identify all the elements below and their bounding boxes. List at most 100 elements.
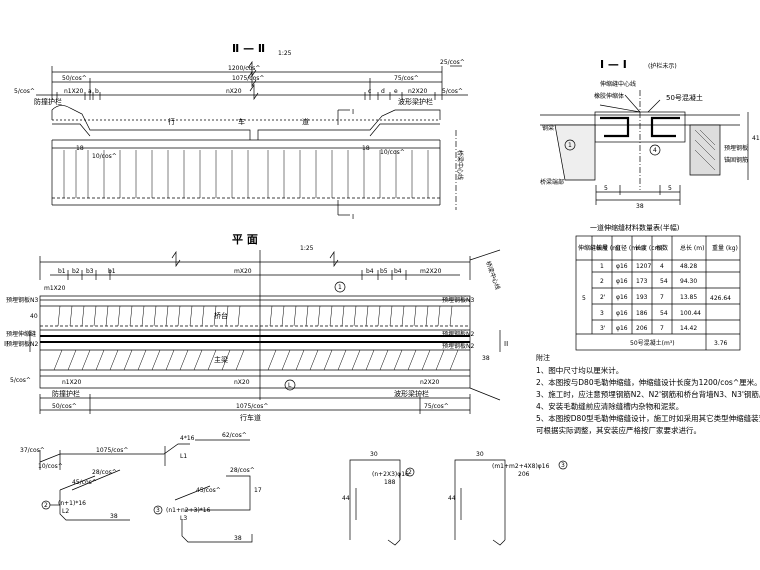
label-seal-plan: 预埋伸缩缝 [6,330,36,338]
plan-dim-50: 50/cos^ [52,403,77,410]
label-abutment: 桥台 [214,311,228,320]
l3-circle: 3 [156,507,160,514]
plan-cut-left: II [4,340,8,348]
notes-title: 附注 [536,353,550,362]
l2-formula: (n+1)*16 [58,500,86,507]
cell: 1 [600,263,604,270]
table-row: 2' φ16 193 7 13.85 [600,294,697,301]
th-weight: 重量 (kg) [712,244,738,252]
plan-b3: b3 [86,268,94,275]
cell: 7 [660,294,664,301]
plan-b1: b1 [58,268,66,275]
table-row: 3 φ16 186 54 100.44 [600,310,701,317]
label-left-rail: 防撞护栏 [34,97,62,106]
th-count: 根数 [656,244,668,252]
l3-formula: (n1+n2+3)*16 [166,507,211,514]
rebar-details [39,439,568,546]
note-6: 可根据实际调整，其安装应严格按厂家要求进行。 [536,425,701,435]
label-center: 伸缩缝中心线 [600,80,636,88]
dim-5b: 5 [668,185,672,192]
th-total: 总长 (m) [680,244,704,252]
plan-b5: b5 [380,268,388,275]
dim-38: 38 [636,203,644,210]
cell: φ16 [616,294,628,301]
r3-dim-44: 44 [448,495,456,502]
r3-len: 206 [518,471,530,478]
cell: 4 [660,263,664,270]
table-footer-label: 50号混凝土(m³) [630,339,675,347]
plan-circle-1: 1 [338,284,342,291]
plan-cut-right: II [504,340,508,348]
label-lr-n2: 预埋钢板N2 [442,330,474,338]
note-4: 4、安装毛勒缝前应清除缝槽内杂物和泥浆。 [536,401,683,411]
label-end: 桥梁端部 [540,178,564,186]
l3-dim-45: 45/cos^ [196,487,221,494]
dim-right-5: 5/cos^ [442,88,463,95]
plan-seg-n2: n2X20 [420,379,440,386]
note-5: 5、本图按D80型毛勒伸缩缝设计，施工时如采用其它类型伸缩缝装置， [536,413,760,423]
label-concrete: 50号混凝土 [666,93,703,102]
dim-10cos: 10/cos^ [92,153,117,160]
circle-4-label: 4 [653,147,657,154]
plan-dim-5: 5/cos^ [10,377,31,384]
r3-circle: 3 [561,462,565,469]
section-ii-scale: 1:25 [278,50,292,57]
cell: 54 [660,278,668,285]
cell: 3' [600,325,606,332]
r2-dim-30: 30 [370,451,378,458]
seg-c: c [368,88,371,95]
label-rebar: 锚固钢筋 [724,156,748,164]
plan-b4b: b4 [394,268,402,275]
plan-dim-38: 38 [482,355,490,362]
dim-mid: 1075/cos^ [232,75,264,82]
seg-b: b [95,88,99,95]
th-dia: 直径 (mm) [615,244,645,252]
cell: 13.85 [680,294,697,301]
label-seal: 橡胶伸缩体 [594,92,624,100]
label-girder: 主梁 [214,355,228,364]
plan-roadway: 行车道 [240,413,261,422]
note-2: 2、本图按与D80毛勒伸缩缝，伸缩缝设计长度为1200/cos^厘米。 [536,377,760,387]
l1-dim-10: 10/cos^ [38,463,63,470]
seg-d: d [381,88,385,95]
section-i-title: I — I [600,58,627,71]
seg-n2: n2X20 [408,88,428,95]
dim-5a: 5 [604,185,608,192]
l2-circle: 2 [44,502,48,509]
l1-label: 4*16 [180,435,195,442]
l2-dim-45: 45/cos^ [72,479,97,486]
dim-10cos-r: 10/cos^ [380,149,405,156]
circle-1-label: 1 [568,142,572,149]
plan-dim-40: 40 [30,313,38,320]
th-len: 长度 (cm) [635,244,663,252]
table-grid [575,235,741,351]
seg-n1: n1X20 [64,88,84,95]
cell: φ16 [616,310,628,317]
r3-formula: (m1+m2+4X8)φ16 [492,463,550,470]
table-row: 2 φ16 173 54 94.30 [600,278,697,285]
cell: 7 [660,325,664,332]
plan-title: 平 面 [232,233,258,246]
th-no: 编号 [596,244,608,252]
cell: φ16 [616,278,628,285]
dim-18: 18 [76,145,84,152]
l3-dim-38: 38 [234,535,242,542]
plan-dim-1075: 1075/cos^ [236,403,268,410]
label-centerline: 桥梁中心线 [456,150,464,180]
dim-right: 75/cos^ [394,75,419,82]
plan-b1b: b1 [108,268,116,275]
road-char-2: 车 [238,117,245,126]
plan-centerline: 桥梁中心线 [484,260,502,291]
dim-left-end: 5/cos^ [14,88,35,95]
cell: 173 [636,278,648,285]
note-1: 1、图中尺寸均以厘米计。 [536,365,623,375]
plan-right-rail: 波形梁护栏 [394,389,429,398]
l3-dim-17: 17 [254,487,262,494]
cell: 100.44 [680,310,701,317]
cell: 193 [636,294,648,301]
label-right-rail: 波形梁护栏 [398,97,433,106]
th-length: 伸缩缝长度 (m) [578,244,620,252]
seg-e: e [394,88,398,95]
